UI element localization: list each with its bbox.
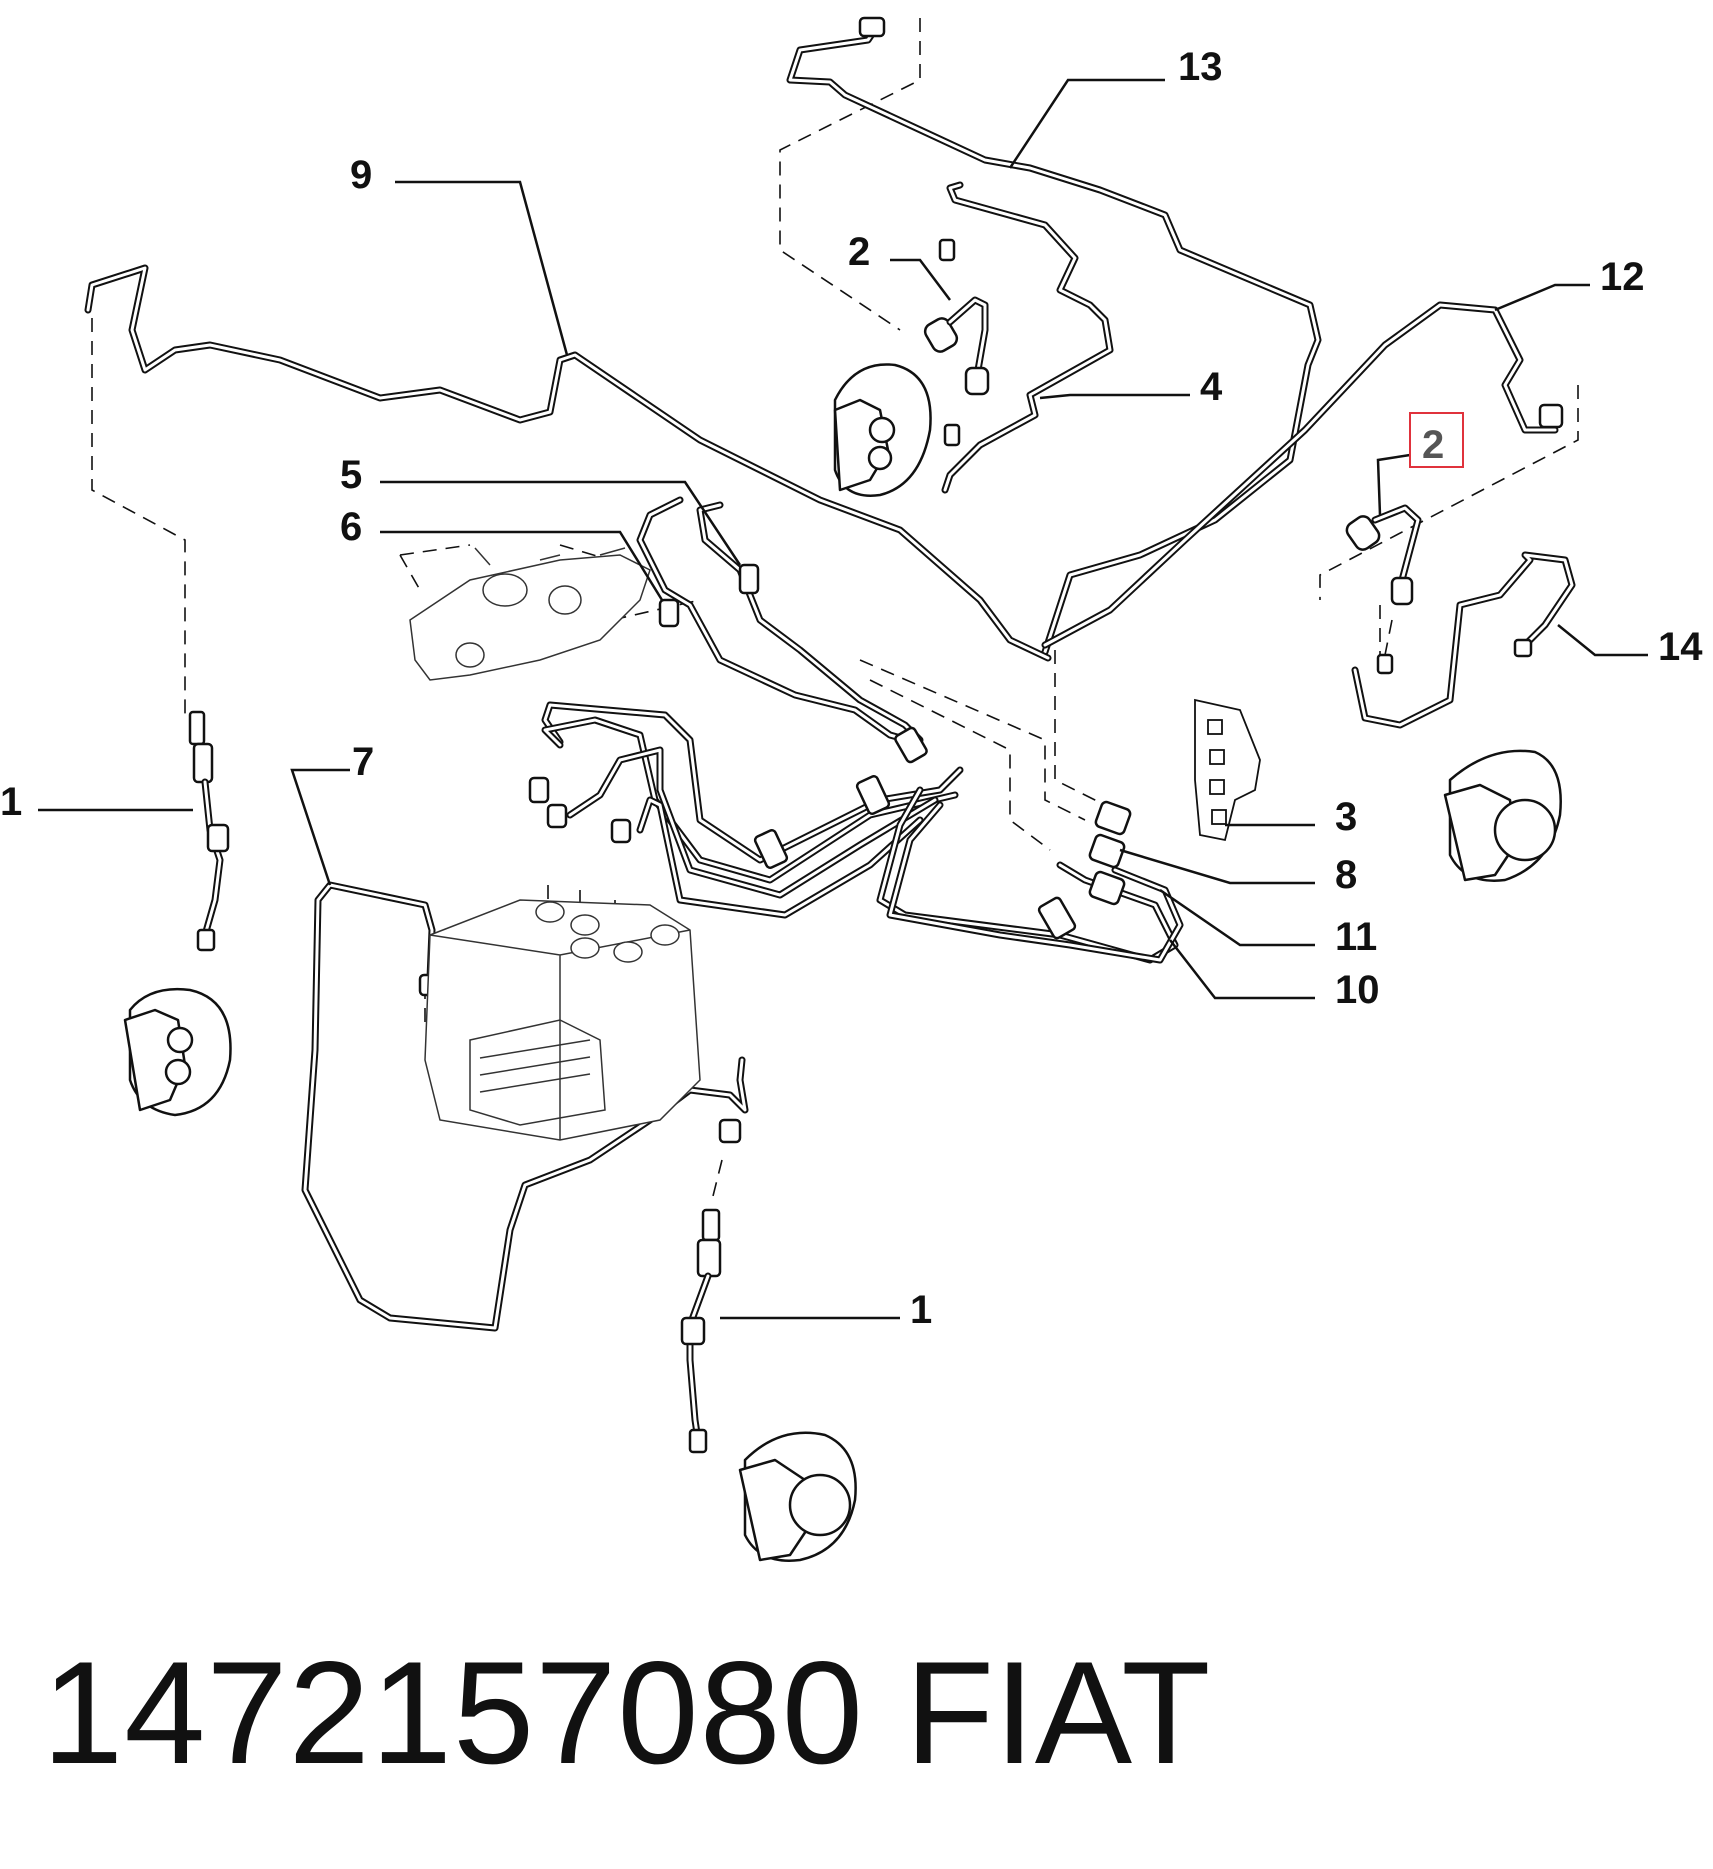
master-cylinder bbox=[409, 547, 651, 681]
rear-right-drum bbox=[1443, 749, 1562, 882]
brake-pipes bbox=[84, 18, 1576, 1332]
front-right-disc bbox=[738, 1431, 857, 1562]
callout-2-rear-left: 2 bbox=[848, 230, 870, 274]
callout-4: 4 bbox=[1200, 365, 1223, 409]
hose-2-left-end bbox=[923, 317, 959, 353]
callout-6: 6 bbox=[340, 505, 362, 549]
brake-discs bbox=[123, 363, 1562, 1562]
callout-9: 9 bbox=[350, 153, 372, 197]
bundle-clips bbox=[753, 726, 1077, 940]
callout-1-left: 1 bbox=[0, 780, 22, 824]
callout-7: 7 bbox=[352, 740, 374, 784]
hose-1-bottom-fitting bbox=[701, 1208, 721, 1242]
callout-10: 10 bbox=[1335, 968, 1380, 1012]
callout-14: 14 bbox=[1658, 625, 1703, 669]
callout-8: 8 bbox=[1335, 853, 1357, 897]
hose-1-left-fitting bbox=[188, 710, 206, 746]
rear-left-drum bbox=[833, 363, 932, 497]
brand-name: FIAT bbox=[905, 1631, 1211, 1794]
hose-1-left-body bbox=[192, 742, 214, 784]
callout-1-bottom: 1 bbox=[910, 1288, 932, 1332]
leader-lines bbox=[38, 78, 1648, 1320]
selected-item-highlight-box bbox=[1409, 412, 1464, 468]
abs-module bbox=[424, 899, 701, 1141]
callout-3: 3 bbox=[1335, 795, 1357, 839]
callout-11: 11 bbox=[1335, 915, 1377, 959]
pipe-clip-bracket bbox=[1194, 698, 1261, 842]
flexible-hoses bbox=[188, 16, 1564, 1454]
front-left-disc bbox=[123, 988, 232, 1117]
callout-13: 13 bbox=[1178, 45, 1223, 89]
part-number: 1472157080 bbox=[42, 1631, 864, 1794]
callout-2-highlighted: 2 bbox=[1422, 423, 1444, 467]
callout-5: 5 bbox=[340, 453, 362, 497]
hose-2-right-end bbox=[1345, 515, 1381, 551]
callout-labels: 13 9 2 12 4 2 5 6 14 1 7 3 8 11 10 1 bbox=[0, 45, 1703, 1332]
callout-12: 12 bbox=[1600, 255, 1645, 299]
